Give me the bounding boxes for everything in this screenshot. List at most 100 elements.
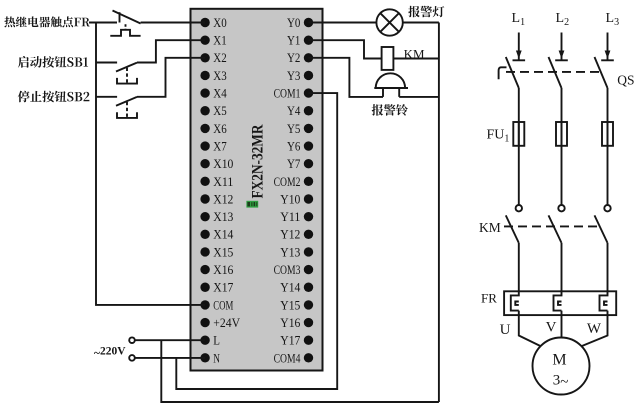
terminal-dot-X5 — [200, 106, 210, 116]
terminal-label-X10: X10 — [213, 157, 233, 171]
heater-element-2 — [552, 291, 563, 316]
sb1-contact-blade — [115, 61, 138, 73]
terminal-dot-X11 — [200, 176, 210, 187]
phase-l1-line — [504, 32, 526, 205]
phase-l1-arrow-icon — [515, 50, 522, 59]
terminal-dot-Y13 — [303, 247, 314, 257]
terminal-label-Y17: Y17 — [280, 334, 300, 348]
terminal-label-X16: X16 — [213, 263, 233, 277]
label-lamp: 报警灯 — [408, 5, 445, 18]
terminal-label-Y16: Y16 — [280, 316, 300, 330]
terminal-label-COM2: COM2 — [274, 175, 301, 189]
terminal-dot-COM3 — [303, 264, 314, 275]
label-phase-L1: L1 — [512, 11, 526, 28]
label-motor-m: M — [552, 352, 566, 369]
terminal-label-Y5: Y5 — [287, 122, 300, 136]
phase-l3-arrow-icon — [604, 50, 611, 59]
terminal-dot-X14 — [200, 229, 210, 239]
terminal-label-X7: X7 — [213, 139, 226, 153]
terminal-dot-Y14 — [303, 282, 314, 292]
fr-contact-blade — [112, 9, 141, 25]
label-fr: 热继电器触点FR — [4, 15, 90, 29]
label-phase-L3: L3 — [606, 11, 620, 28]
alarm-bell-symbol — [374, 72, 408, 97]
label-sb2: 停止按钮SB2 — [17, 90, 90, 103]
label-sb1-glyphs — [17, 56, 89, 68]
terminal-dot-Y17 — [303, 335, 314, 345]
terminal-label-COM1: COM1 — [274, 87, 301, 101]
label-fr-text: 热继电器触点FR — [4, 15, 88, 29]
terminal-label-X2: X2 — [213, 51, 226, 65]
terminal-dot-Y12 — [303, 229, 314, 239]
terminal-dot-+24V — [200, 317, 210, 328]
terminal-label-Y10: Y10 — [280, 192, 300, 206]
wire-y2-to-bell — [308, 56, 383, 98]
terminal-label-X1: X1 — [213, 34, 226, 48]
qs-blade-3 — [593, 56, 609, 89]
terminal-label-Y1: Y1 — [287, 34, 300, 48]
terminal-label-X11: X11 — [213, 175, 233, 189]
terminal-label-L: L — [213, 334, 220, 348]
km-fixed-contact-3 — [603, 204, 612, 213]
fr-heater-icon — [110, 28, 141, 37]
thermal-relay-contact-symbol — [110, 9, 141, 37]
terminal-label-COM: COM — [213, 298, 233, 312]
terminal-label-Y14: Y14 — [280, 281, 301, 295]
wire-y1-to-km — [308, 39, 382, 60]
plc-output-terminals: Y0Y1Y2Y3COM1Y4Y5Y6Y7COM2Y10Y11Y12Y13COM3… — [274, 16, 314, 365]
terminal-label-X17: X17 — [213, 281, 233, 295]
km-blade-3 — [593, 214, 609, 244]
wire-com-bus — [95, 22, 206, 306]
terminal-label-X0: X0 — [213, 16, 226, 30]
terminal-label-Y4: Y4 — [287, 104, 301, 118]
sb2-contact-blade — [115, 96, 138, 107]
heater-element-3 — [598, 291, 609, 316]
km-fixed-contact-1 — [514, 204, 523, 213]
terminal-dot-Y3 — [303, 70, 314, 81]
label-motor-u: U — [500, 322, 511, 338]
terminal-label-Y3: Y3 — [287, 69, 300, 83]
plc-model-label: FX2N-32MR — [249, 124, 266, 199]
terminal-dot-COM4 — [303, 353, 314, 363]
terminal-dot-Y10 — [303, 194, 314, 204]
phase-l2-line — [547, 32, 568, 205]
label-sb2-glyphs — [17, 90, 90, 103]
terminal-label-Y15: Y15 — [280, 298, 300, 312]
terminal-label-X5: X5 — [213, 104, 226, 118]
wire-w-to-motor — [581, 315, 609, 347]
terminal-dot-X4 — [200, 88, 210, 98]
heater-element-1 — [509, 291, 520, 316]
terminal-label-X3: X3 — [213, 69, 226, 83]
wire-l-return — [160, 340, 439, 403]
terminal-dot-Y16 — [303, 317, 314, 328]
terminal-label-X12: X12 — [213, 192, 233, 206]
terminal-dot-X12 — [200, 194, 210, 204]
alarm-lamp-symbol — [375, 8, 404, 37]
terminal-label-X14: X14 — [213, 228, 234, 242]
wire-sb1-to-x1 — [137, 39, 206, 64]
km-blade-1 — [504, 214, 520, 244]
wire-u-to-motor — [517, 315, 542, 347]
terminal-label-Y0: Y0 — [287, 16, 300, 30]
sb1-button-cap-icon — [116, 77, 138, 85]
label-sb1-text: 启动按钮SB1 — [18, 55, 88, 70]
terminal-label-X4: X4 — [213, 87, 227, 101]
label-bell-text: 报警铃 — [371, 103, 408, 118]
label-fr-glyphs — [4, 16, 90, 28]
label-bell-glyphs — [371, 104, 408, 116]
qs-handle-icon — [497, 66, 507, 80]
start-button-symbol — [115, 61, 138, 85]
terminal-dot-X15 — [200, 247, 210, 257]
label-lamp-glyphs — [408, 5, 445, 18]
motor-symbol — [531, 336, 591, 396]
label-phase-L2: L2 — [556, 11, 570, 28]
terminal-dot-X16 — [200, 264, 210, 275]
terminal-dot-X13 — [200, 211, 210, 222]
label-sb1: 启动按钮SB1 — [17, 55, 89, 70]
thermal-overload-symbol — [503, 290, 618, 317]
label-fuse-fu1: FU1 — [487, 128, 510, 145]
lamp-cross-icon — [379, 12, 400, 33]
sb2-button-cap-icon — [116, 112, 138, 119]
